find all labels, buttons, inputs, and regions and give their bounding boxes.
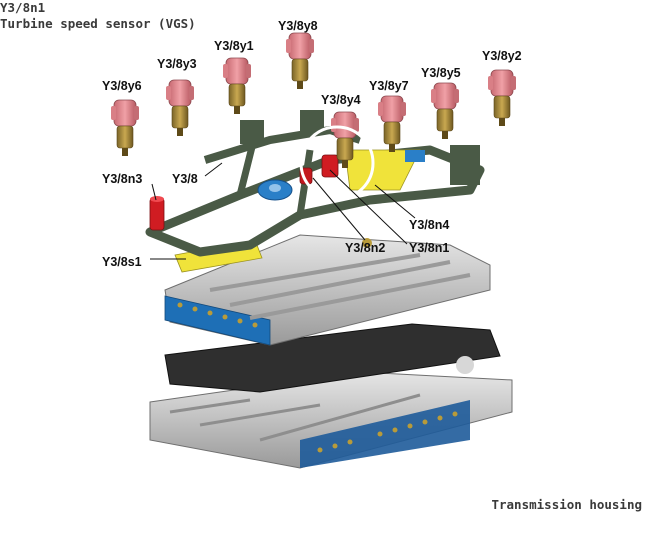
component-name: Turbine speed sensor (VGS) — [0, 16, 196, 31]
separator-plate — [164, 323, 501, 393]
sensor-y3-8n3 — [149, 196, 165, 231]
leader-lines — [150, 162, 416, 260]
component-code: Y3/8n1 — [0, 0, 46, 15]
label-y3-8y6: Y3/8y6 — [102, 79, 142, 93]
upper-valve-body — [164, 234, 491, 346]
label-y3-8y8: Y3/8y8 — [278, 19, 318, 33]
label-y3-8n1: Y3/8n1 — [409, 241, 449, 255]
solenoid-y3-8y2 — [487, 69, 517, 127]
label-y3-8y1: Y3/8y1 — [214, 39, 254, 53]
label-y3-8y2: Y3/8y2 — [482, 49, 522, 63]
label-y3-8y3: Y3/8y3 — [157, 57, 197, 71]
solenoid-y3-8y3 — [165, 79, 195, 137]
component-location: Transmission housing — [491, 497, 642, 512]
highlight-circle — [299, 125, 375, 201]
label-y3-8: Y3/8 — [172, 172, 198, 186]
label-y3-8y4: Y3/8y4 — [321, 93, 361, 107]
solenoid-y3-8y7 — [377, 95, 407, 153]
label-y3-8s1: Y3/8s1 — [102, 255, 142, 269]
solenoid-y3-8y8 — [285, 32, 315, 90]
solenoid-y3-8y1 — [222, 57, 252, 115]
blue-gear-part — [257, 150, 425, 201]
label-y3-8n3: Y3/8n3 — [102, 172, 142, 186]
label-y3-8n4: Y3/8n4 — [409, 218, 449, 232]
solenoid-y3-8y5 — [430, 82, 460, 140]
component-caption: Y3/8n1 Turbine speed sensor (VGS) — [0, 0, 650, 32]
label-y3-8y5: Y3/8y5 — [421, 66, 461, 80]
label-y3-8n2: Y3/8n2 — [345, 241, 385, 255]
lower-valve-body — [149, 371, 513, 469]
sensor-y3-8n1 — [321, 154, 339, 178]
solenoid-y3-8y6 — [110, 99, 140, 157]
label-y3-8y7: Y3/8y7 — [369, 79, 409, 93]
sensor-pin — [362, 238, 372, 248]
